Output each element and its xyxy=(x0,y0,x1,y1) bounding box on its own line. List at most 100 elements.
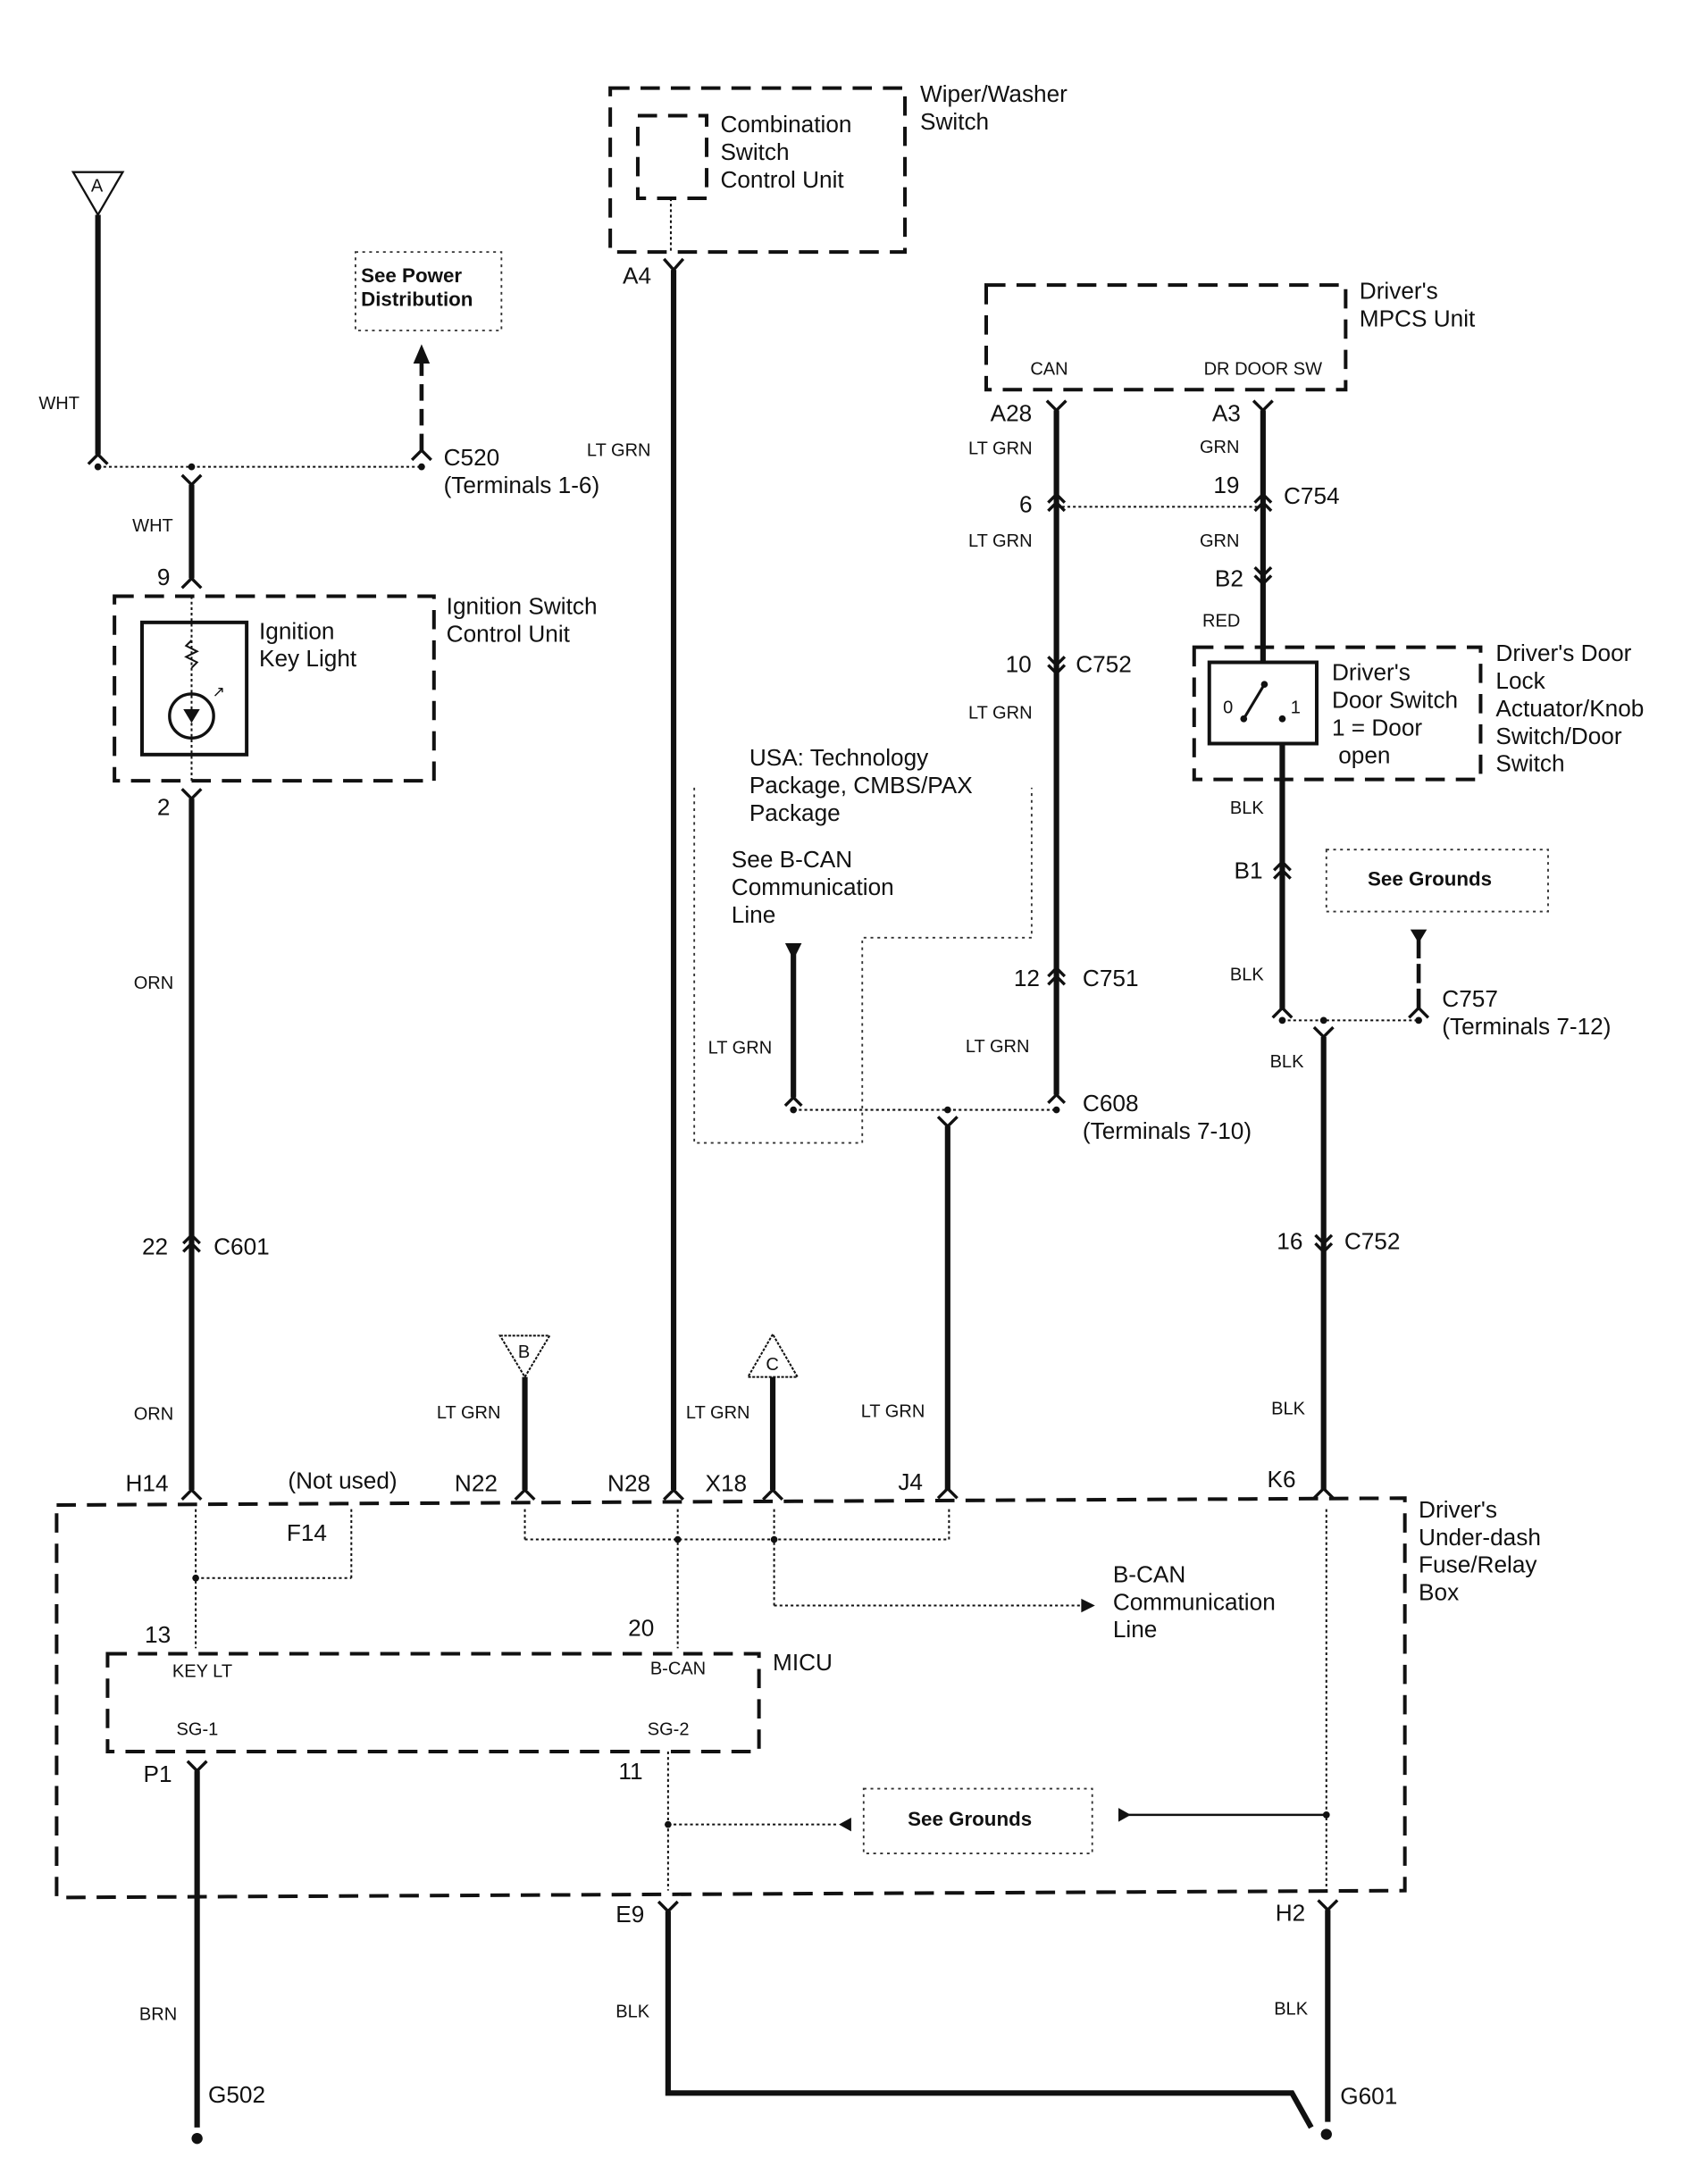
wire-color-label: LT GRN xyxy=(437,1403,501,1423)
wire-color-label: BLK xyxy=(1230,966,1265,985)
arrow-left-icon xyxy=(839,1817,851,1832)
wire-color-label: LT GRN xyxy=(686,1403,750,1423)
wire-color-label: LT GRN xyxy=(968,439,1033,459)
off-page-ref-b: B xyxy=(498,1334,552,1379)
combination-switch-inner-box xyxy=(635,113,709,201)
door-switch-box xyxy=(1207,660,1319,746)
wire-color-label: LT GRN xyxy=(968,531,1033,551)
triangle-down-icon xyxy=(71,171,125,217)
pin-label: H2 xyxy=(1276,1900,1305,1927)
wire-color-label: LT GRN xyxy=(968,704,1033,723)
pin-label: 20 xyxy=(628,1614,654,1641)
pin-label: 22 xyxy=(142,1233,168,1259)
pin-label: A4 xyxy=(623,263,651,289)
wire-color-label: WHT xyxy=(38,394,80,414)
connector-icon xyxy=(936,1116,959,1129)
connector-icon xyxy=(186,1760,208,1773)
pin-label: 13 xyxy=(145,1621,171,1648)
wire-color-label: LT GRN xyxy=(708,1038,773,1058)
connector-icon xyxy=(663,1487,685,1501)
pin-label: 9 xyxy=(157,564,171,590)
connector-c752-top-label: C752 xyxy=(1076,650,1132,677)
light-rays-icon: ↗ xyxy=(213,683,225,700)
connector-icon xyxy=(1312,1025,1335,1040)
pin-label: H14 xyxy=(125,1470,168,1497)
connector-icon xyxy=(1047,1092,1067,1105)
mpcs-pin-can: CAN xyxy=(1030,359,1068,379)
connector-icon xyxy=(1252,399,1274,413)
wire-color-label: BLK xyxy=(615,2003,650,2022)
svg-text:C: C xyxy=(766,1355,778,1375)
wire-color-label: LT GRN xyxy=(861,1401,925,1421)
see-grounds-top-link[interactable]: See Grounds xyxy=(1368,867,1492,890)
connector-icon xyxy=(662,257,685,272)
pin-label: A28 xyxy=(991,400,1033,427)
off-page-ref-a: A xyxy=(71,171,125,217)
wire-color-label: ORN xyxy=(134,1404,174,1424)
pin-label: N22 xyxy=(455,1470,498,1497)
connector-c754-label: C754 xyxy=(1284,482,1340,509)
pin-label: A3 xyxy=(1212,400,1241,427)
wire-color-label: LT GRN xyxy=(966,1037,1030,1057)
connector-icon xyxy=(783,1095,803,1108)
micu-pin-sg1: SG-1 xyxy=(177,1719,219,1739)
see-grounds-bottom-link[interactable]: See Grounds xyxy=(908,1808,1032,1830)
wire-color-label: RED xyxy=(1202,611,1240,631)
svg-text:0: 0 xyxy=(1223,698,1233,718)
pin-label: B2 xyxy=(1215,565,1243,592)
wiper-washer-switch-box xyxy=(608,86,908,255)
connector-icon xyxy=(180,1487,203,1501)
pin-label: 12 xyxy=(1014,965,1040,991)
connector-icon xyxy=(1317,1899,1339,1912)
connector-icon xyxy=(1314,1234,1334,1254)
ground-icon xyxy=(1320,2128,1332,2140)
off-page-ref-c: C xyxy=(746,1332,800,1378)
wire-color-label: GRN xyxy=(1200,438,1240,457)
see-grounds-top-box[interactable] xyxy=(1325,849,1549,913)
micu-pin-key-lt: KEY LT xyxy=(172,1662,232,1682)
connector-c752-right-label: C752 xyxy=(1344,1227,1401,1254)
connector-icon xyxy=(1047,492,1067,513)
see-power-distribution-box[interactable] xyxy=(355,251,503,331)
svg-text:A: A xyxy=(91,176,104,196)
connector-c757-label: C757(Terminals 7-12) xyxy=(1442,985,1611,1040)
svg-text:B: B xyxy=(518,1342,530,1362)
wire-color-label: WHT xyxy=(132,516,173,536)
pin-label: X18 xyxy=(706,1470,748,1497)
micu-pin-sg2: SG-2 xyxy=(648,1719,690,1739)
connector-icon xyxy=(657,1900,679,1914)
pin-label: P1 xyxy=(144,1760,172,1787)
pin-label: 2 xyxy=(157,794,171,821)
connector-icon xyxy=(514,1487,536,1501)
pin-label: K6 xyxy=(1267,1466,1295,1493)
micu: 13 20 KEY LT B-CAN SG-1 SG-2 MICU xyxy=(105,1614,833,1753)
see-grounds-bottom-box[interactable] xyxy=(862,1787,1093,1854)
connector-icon xyxy=(180,576,203,590)
connector-icon xyxy=(180,788,203,801)
pin-label: 16 xyxy=(1277,1227,1302,1254)
connector-icon xyxy=(1273,859,1292,880)
pin-label: F14 xyxy=(287,1519,327,1546)
wire-a4: A4 LT GRN xyxy=(587,257,685,1491)
pin-label: 19 xyxy=(1213,472,1239,498)
ground-icon xyxy=(191,2133,203,2145)
arrow-down-icon xyxy=(784,943,802,960)
ignition-key-light-box xyxy=(139,620,249,757)
connector-icon xyxy=(1312,1486,1335,1500)
wire-color-label: LT GRN xyxy=(587,440,651,460)
wire-color-label: BLK xyxy=(1230,799,1265,818)
